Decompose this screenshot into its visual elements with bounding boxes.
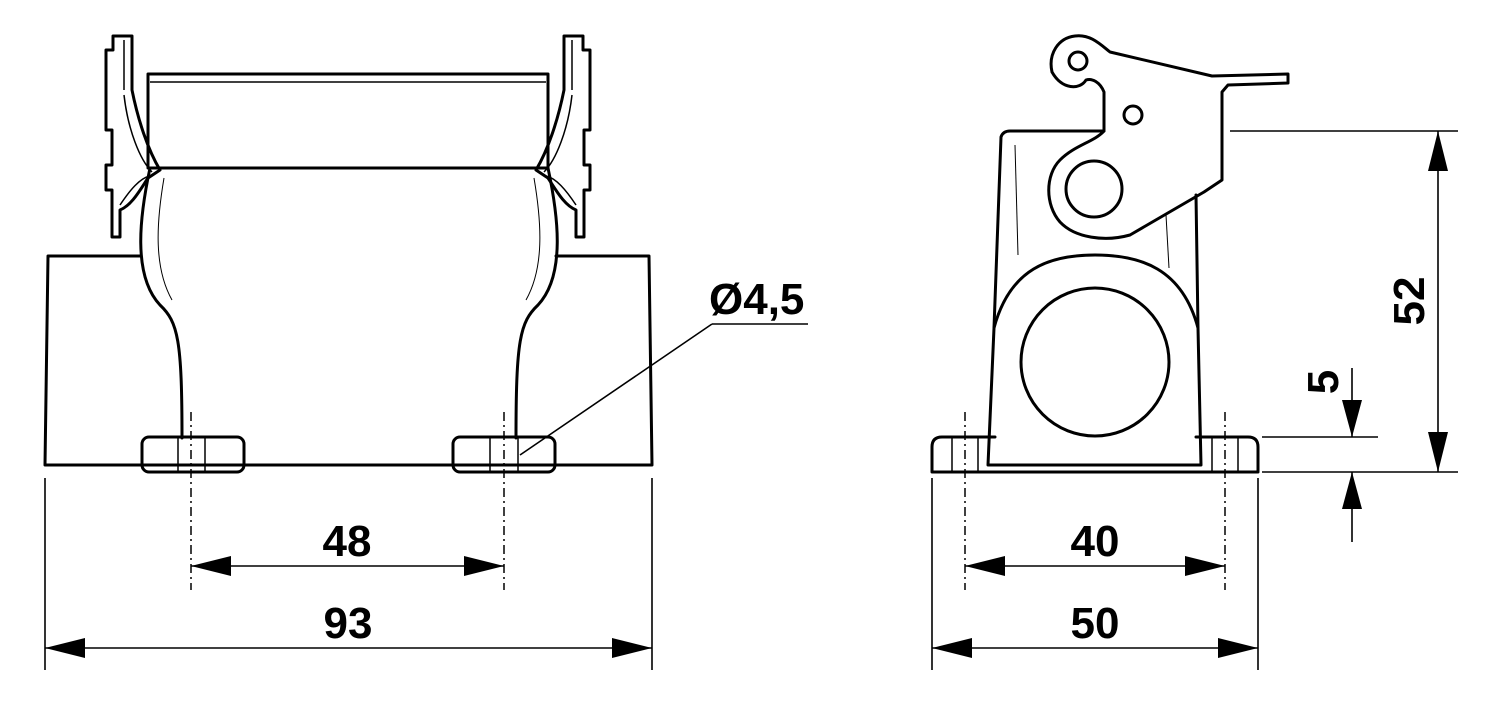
front-view	[43, 34, 654, 590]
dim-93-arrow-right	[612, 638, 652, 658]
front-lid	[146, 72, 550, 170]
dim-50-arrow-left	[932, 638, 972, 658]
dim-48-arrow-left	[191, 556, 231, 576]
front-housing-left-contour	[139, 166, 184, 440]
front-right-clamp	[534, 34, 592, 239]
side-cable-entry	[1019, 286, 1171, 438]
dim-48-label: 48	[323, 517, 372, 566]
front-housing-right-contour	[514, 166, 559, 440]
side-lever-pivot-mid	[1122, 104, 1144, 126]
dim-50-label: 50	[1071, 599, 1120, 648]
dim-93-arrow-left	[45, 638, 85, 658]
side-lever-pivot-top	[1067, 50, 1089, 72]
dim-40-label: 40	[1071, 517, 1120, 566]
front-housing-inner-left	[157, 177, 173, 301]
front-right-clamp-detail	[543, 40, 577, 206]
side-view	[930, 34, 1290, 590]
dim-5-arrow-top	[1342, 400, 1362, 437]
dim-52-arrow-bottom	[1428, 432, 1448, 472]
dim-hole-label: Ø4,5	[709, 275, 804, 324]
side-housing-inner-b	[1165, 214, 1170, 269]
dim-40-arrow-left	[965, 556, 1005, 576]
dim-hole-leader	[519, 323, 713, 456]
side-base-flange	[930, 435, 1260, 474]
side-lever-boss	[1064, 159, 1124, 219]
side-dimensions: 40 50 52 5	[931, 130, 1458, 670]
front-left-foot	[140, 435, 246, 474]
side-cable-arch	[992, 253, 1200, 330]
dim-48-arrow-right	[464, 556, 504, 576]
dim-93-label: 93	[324, 599, 373, 648]
side-housing	[986, 129, 1203, 467]
dim-5-label: 5	[1299, 370, 1348, 394]
dim-52-arrow-top	[1428, 131, 1448, 171]
side-housing-inner-a	[1014, 144, 1019, 256]
front-base-body	[43, 254, 654, 467]
dim-52-label: 52	[1385, 277, 1434, 326]
dim-40-arrow-right	[1185, 556, 1225, 576]
dim-50-arrow-right	[1218, 638, 1258, 658]
front-housing-inner-right	[525, 177, 541, 301]
front-dimensions: 48 93 Ø4,5	[44, 275, 808, 670]
front-left-clamp	[104, 34, 162, 239]
front-left-clamp-detail	[119, 40, 153, 206]
dim-5-arrow-bottom	[1342, 472, 1362, 509]
side-locking-lever	[1047, 34, 1290, 240]
